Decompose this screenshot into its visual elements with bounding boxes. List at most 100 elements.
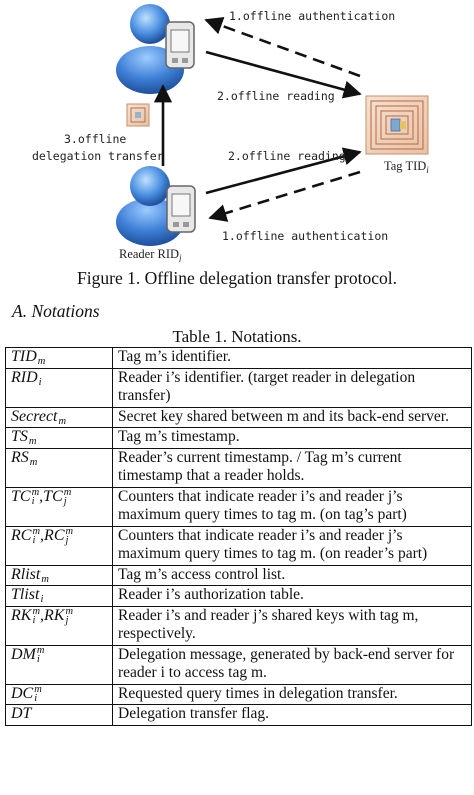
symbol-sym2: RC — [44, 526, 65, 544]
symbol-sym: Rlist — [11, 565, 41, 583]
symbol-subscript: i — [31, 495, 35, 507]
notation-symbol: Secrect m — [5, 406, 113, 428]
figure-caption: Figure 1. Offline delegation transfer pr… — [77, 268, 397, 288]
symbol-sym: DC — [11, 684, 34, 702]
symbol-sym: Secrect — [11, 407, 58, 425]
symbol-subscript: j — [65, 534, 69, 546]
symbol-subscript: i — [32, 614, 36, 626]
notation-symbol: RS m — [5, 447, 113, 488]
notation-description: Reader i’s identifier. (target reader in… — [112, 367, 472, 408]
protocol-diagram: 1.offline authentication 2.offline readi… — [32, 4, 429, 262]
notation-description: Reader i’s and reader j’s shared keys wi… — [112, 605, 472, 646]
symbol-superscript: m — [65, 525, 74, 537]
notation-description: Tag m’s access control list. — [112, 564, 472, 586]
symbol-subscript: i — [34, 692, 38, 704]
symbol-superscript: m — [36, 644, 45, 656]
arrow-offline-auth-bottom — [208, 170, 361, 222]
symbol-sym: RID — [11, 368, 38, 386]
notation-description: Delegation transfer flag. — [112, 704, 472, 726]
symbol-superscript: m — [31, 486, 40, 498]
notation-symbol: TID m — [5, 347, 113, 369]
symbol-subscript: j — [63, 495, 67, 507]
symbol-subscript: m — [29, 456, 38, 468]
arrow-offline-reading-top — [205, 50, 362, 99]
symbol-sym: RC — [11, 526, 32, 544]
symbol-sym2: TC — [43, 487, 63, 505]
symbol-superscript: m — [32, 605, 41, 617]
label-delegation-line2: delegation transfer — [32, 149, 164, 163]
symbol-superscript: m — [65, 605, 74, 617]
symbol-subscript: m — [58, 415, 67, 427]
section-heading: A. Notations — [12, 301, 100, 321]
symbol-superscript: m — [34, 683, 42, 695]
notation-description: Tag m’s identifier. — [112, 347, 472, 369]
notation-description: Reader i’s authorization table. — [112, 585, 472, 607]
symbol-sym: RK — [11, 606, 32, 624]
symbol-subscript: m — [41, 573, 49, 585]
notation-description: Secret key shared between m and its back… — [112, 406, 472, 428]
symbol-sym: RS — [11, 448, 29, 466]
arrow-offline-auth-top — [204, 17, 361, 78]
reader-bottom-icon — [116, 166, 196, 246]
symbol-subscript: i — [38, 376, 42, 388]
label-tag: Tag TIDi — [384, 159, 429, 175]
notation-description: Counters that indicate reader i’s and re… — [112, 486, 472, 527]
symbol-subscript: i — [40, 594, 44, 606]
symbol-subscript: j — [65, 614, 69, 626]
notation-description: Requested query times in delegation tran… — [112, 683, 472, 705]
table-row: DT Delegation transfer flag. — [5, 704, 472, 726]
notation-description: Reader’s current timestamp. / Tag m’s cu… — [112, 447, 472, 488]
symbol-sym: DT — [11, 705, 32, 722]
label-reader: Reader RIDj — [119, 247, 182, 262]
table-caption: Table 1. Notations. — [172, 327, 302, 346]
notation-symbol: TS m — [5, 427, 113, 449]
notation-symbol: RID i — [5, 367, 113, 408]
symbol-subscript: i — [36, 653, 40, 665]
notation-description: Tag m’s timestamp. — [112, 427, 472, 449]
label-offline-auth-bottom: 1.offline authentication — [222, 229, 388, 243]
notation-description: Counters that indicate reader i’s and re… — [112, 525, 472, 566]
symbol-sym: Tlist — [11, 586, 40, 603]
symbol-sym2: RK — [44, 606, 65, 624]
reader-top-icon — [116, 4, 195, 94]
symbol-separator: , — [39, 487, 44, 505]
rfid-tag-icon — [365, 95, 429, 155]
notation-symbol: DT — [5, 704, 113, 726]
notation-description: Delegation message, generated by back-en… — [112, 644, 472, 685]
label-offline-auth-top: 1.offline authentication — [229, 9, 395, 23]
symbol-sym: DM — [11, 645, 36, 663]
symbol-subscript: m — [28, 436, 37, 448]
symbol-sym: TID — [11, 348, 37, 365]
notation-symbol: Tlist i — [5, 585, 113, 607]
symbol-superscript: m — [32, 525, 41, 537]
symbol-subscript: i — [32, 534, 36, 546]
symbol-separator: , — [40, 526, 45, 544]
symbol-superscript: m — [63, 486, 72, 498]
symbol-subscript: m — [37, 356, 46, 368]
symbol-sym: TS — [11, 428, 28, 445]
label-offline-reading-top: 2.offline reading — [217, 89, 335, 103]
label-delegation-line1: 3.offline — [64, 132, 126, 146]
symbol-sym: TC — [11, 487, 31, 505]
notation-symbol: Rlist m — [5, 564, 113, 586]
delegation-token-icon — [126, 103, 150, 127]
symbol-separator: , — [40, 606, 45, 624]
label-offline-reading-bottom: 2.offline reading — [228, 149, 346, 163]
